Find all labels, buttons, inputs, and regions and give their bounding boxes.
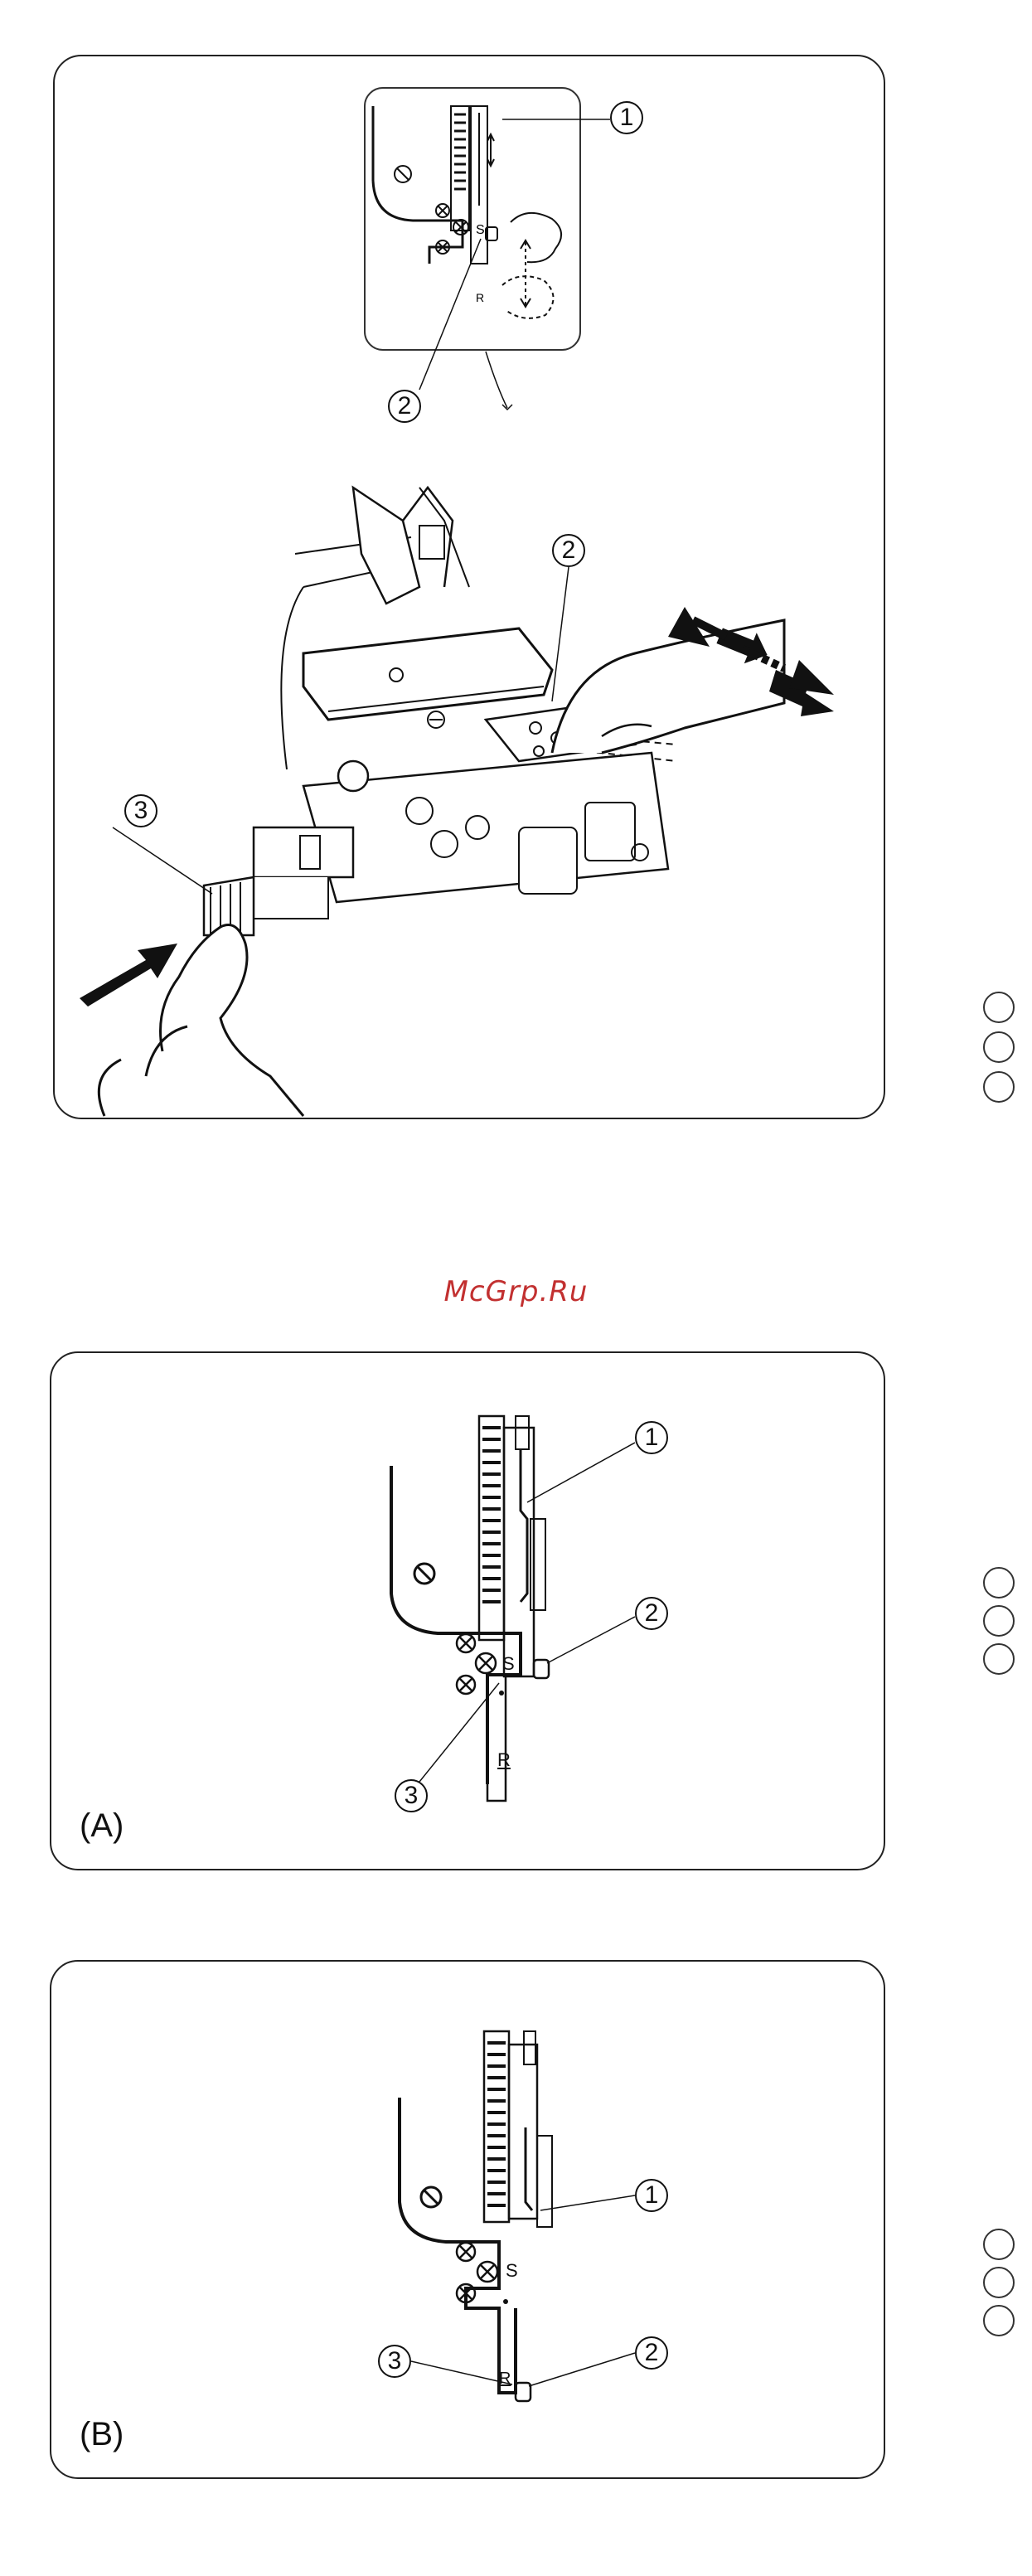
callout-2: 2 [635,1597,668,1630]
side-marker-circle [983,1605,1015,1637]
s-mark: S [502,1653,515,1675]
side-marker-circle [983,2305,1015,2336]
callout-1-inset: 1 [610,101,643,134]
callout-3: 3 [395,1779,428,1812]
callout-3-main: 3 [124,794,157,827]
knife-position-a-illustration [51,1353,884,1869]
side-marker-circle [983,2267,1015,2298]
callout-2: 2 [635,2336,668,2370]
side-marker-circle [983,1643,1015,1675]
illustration-panel-top: S R [53,55,885,1119]
r-mark: R [499,2370,511,2389]
side-marker-circle [983,1071,1015,1103]
watermark-text: McGrp.Ru [0,1275,1032,1308]
side-marker-circle [983,992,1015,1023]
side-marker-circle [983,1567,1015,1598]
panel-label-a: (A) [80,1807,124,1845]
callout-2-main: 2 [552,534,585,567]
callout-3: 3 [378,2345,411,2378]
svg-text:S: S [476,223,485,237]
s-mark: S [506,2260,518,2282]
svg-text:R: R [476,291,484,304]
side-marker-circle [983,2229,1015,2260]
knife-position-b-illustration [51,1962,884,2477]
r-mark: R [497,1749,511,1771]
panel-label-b: (B) [80,2416,124,2453]
sewing-machine-top-illustration: S R [55,56,884,1118]
illustration-panel-b: 1 2 3 S R (B) [50,1960,885,2479]
callout-1: 1 [635,1421,668,1454]
callout-1: 1 [635,2179,668,2212]
callout-2-inset: 2 [388,390,421,423]
side-marker-circle [983,1031,1015,1063]
push-arrow-icon [80,944,177,1007]
illustration-panel-a: 1 2 3 S R (A) [50,1351,885,1870]
